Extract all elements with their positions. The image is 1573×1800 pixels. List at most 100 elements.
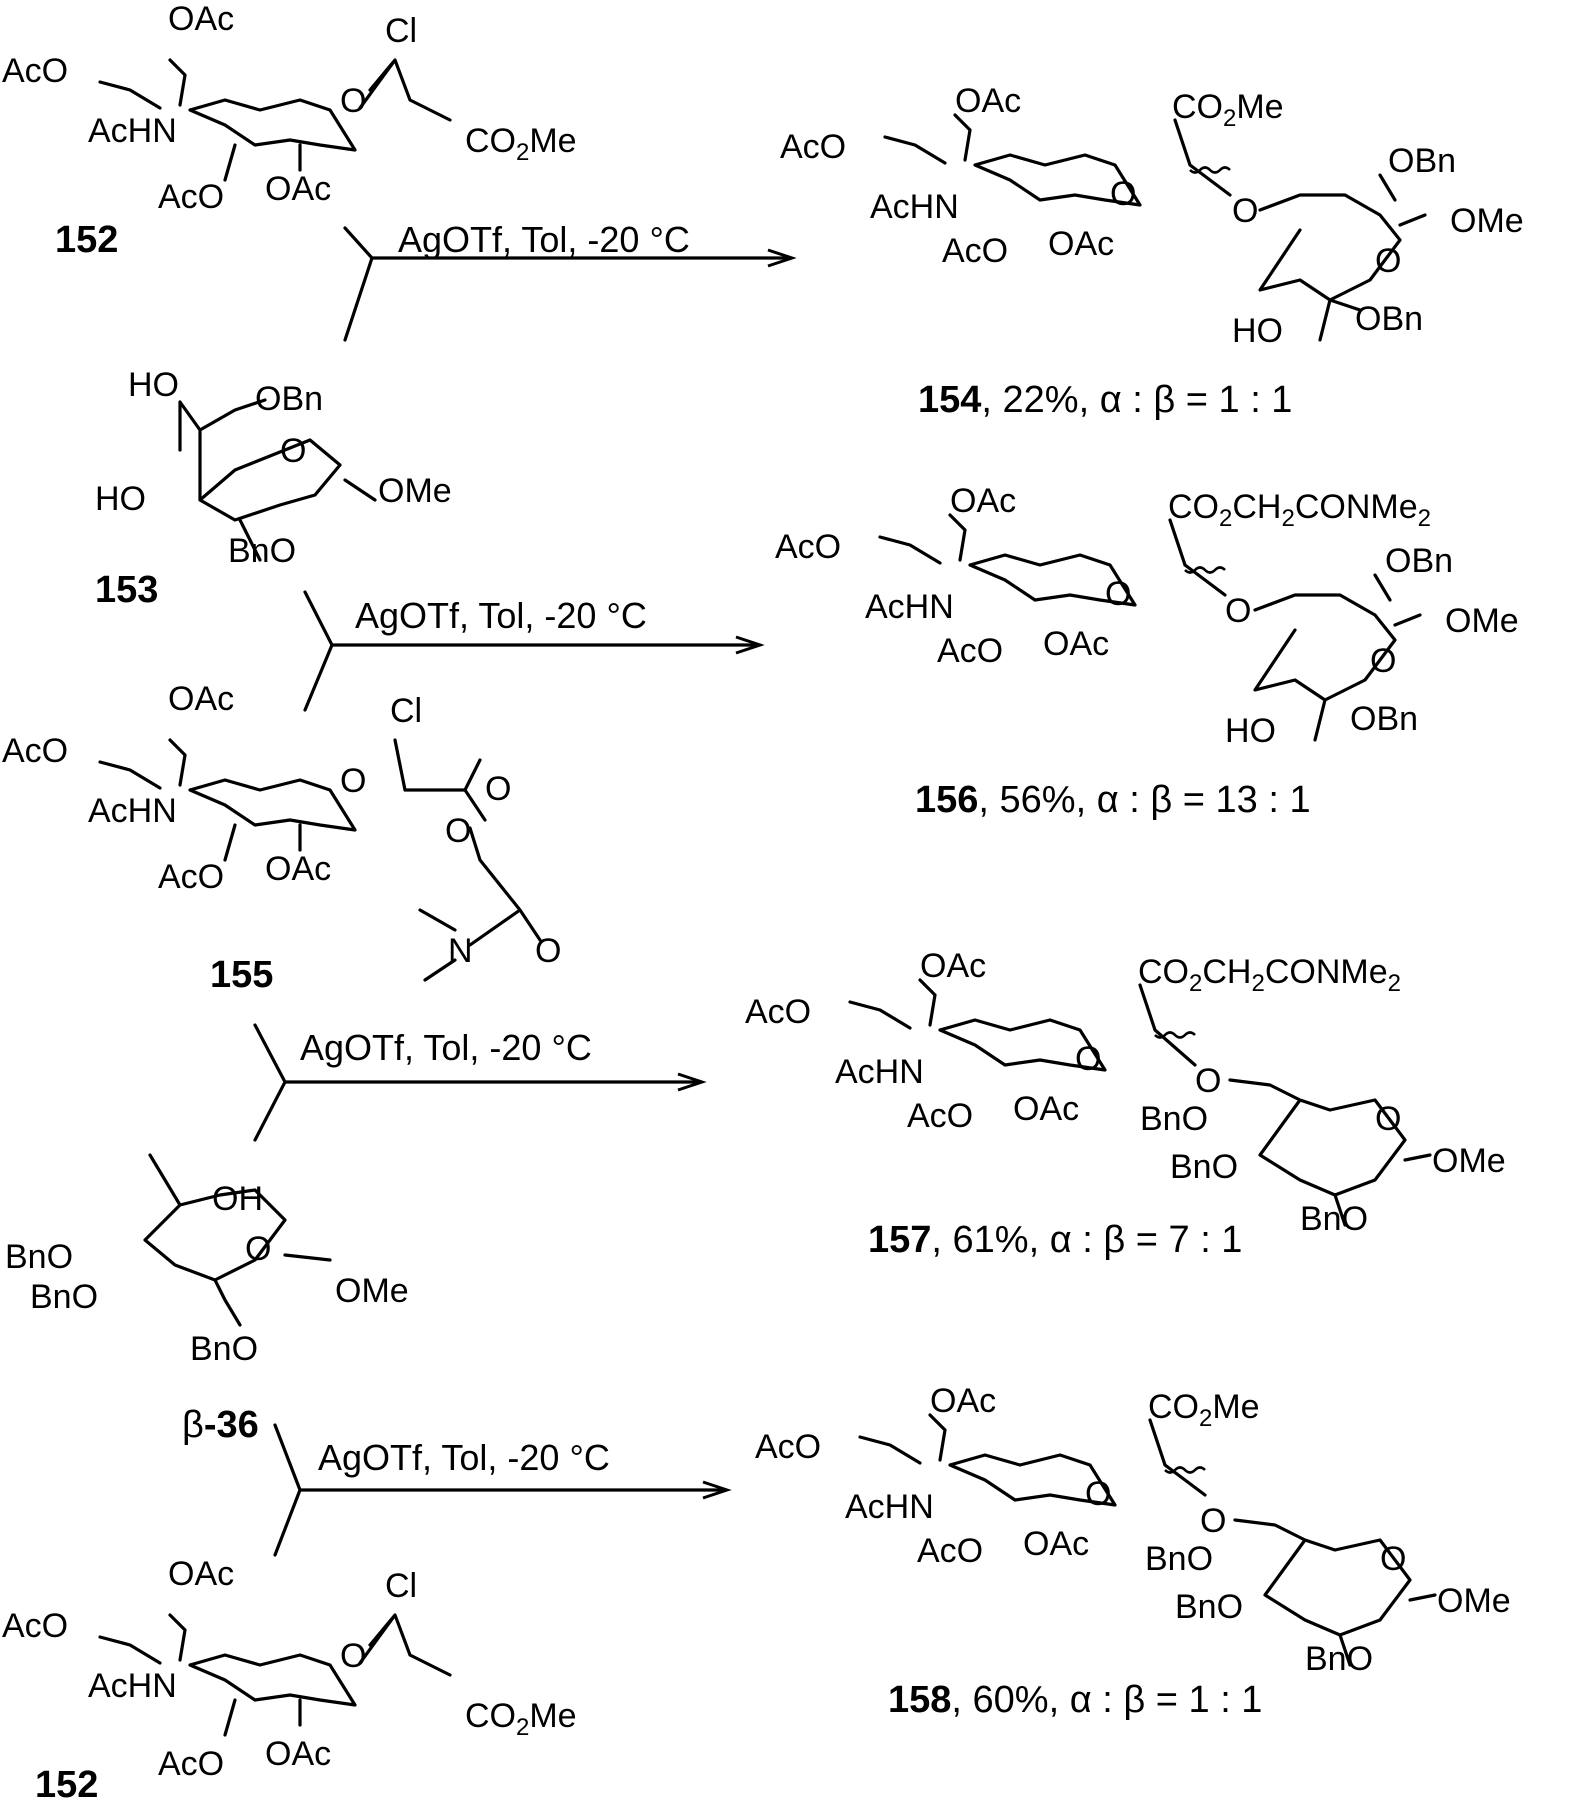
achn-label: AcHN [88,792,177,830]
ring-o-label: O [280,432,306,470]
co2me-label: CO2Me [465,122,577,166]
compound-number: 155 [210,954,273,996]
ring-o-label: O [1110,175,1136,213]
aco-label: AcO [942,232,1008,270]
obn-label: OBn [1385,542,1453,580]
oac-label: OAc [265,850,331,888]
obn-label: OBn [255,380,323,418]
ring-o-label: O [1085,1475,1111,1513]
bno-label: BnO [1305,1640,1373,1678]
glycosidic-o-label: O [1195,1062,1221,1100]
product-result: 157, 61%, α : β = 7 : 1 [868,1219,1242,1261]
ring-o-label: O [340,82,366,120]
cl-label: Cl [385,1567,417,1605]
bno-label: BnO [1175,1588,1243,1626]
compound-number: 153 [95,569,158,611]
bno-label: BnO [228,532,296,570]
oac-label: OAc [265,170,331,208]
aco-label: AcO [907,1097,973,1135]
bno-label: BnO [1300,1200,1368,1238]
product-157: OAc AcO AcHN O CO2CH2CONMe2 O BnO O BnO … [745,947,1506,1261]
obn-label: OBn [1355,300,1423,338]
oac-label: OAc [1013,1090,1079,1128]
reaction-conditions: AgOTf, Tol, -20 °C [318,1437,610,1478]
co2me-label: CO2Me [1148,1388,1260,1432]
achn-label: AcHN [835,1053,924,1091]
reaction-conditions: AgOTf, Tol, -20 °C [398,219,690,260]
ho-label: HO [128,366,179,404]
product-158: OAc AcO AcHN O CO2Me O BnO O BnO OMe BnO… [755,1382,1511,1721]
ome-label: OMe [1437,1582,1511,1620]
ring-o-label: O [1380,1540,1406,1578]
achn-label: AcHN [88,1667,177,1705]
product-result: 154, 22%, α : β = 1 : 1 [918,379,1292,421]
glycosidic-o-label: O [1200,1502,1226,1540]
acceptor-153: HO OBn O HO OMe BnO 153 [95,366,452,611]
ho-label: HO [1225,712,1276,750]
donor-155: OAc AcO AcHN Cl O O O N O AcO OAc 155 [2,680,561,996]
ome-label: OMe [1432,1142,1506,1180]
ring-o-label: O [1105,575,1131,613]
carbonyl-o-label: O [485,770,511,808]
achn-label: AcHN [88,112,177,150]
aco-label: AcO [158,1745,224,1783]
glycosidic-o-label: O [1232,192,1258,230]
ring-o-label: O [1375,1100,1401,1138]
cl-label: Cl [385,12,417,50]
reaction-1: AgOTf, Tol, -20 °C [343,219,797,342]
oac-label: OAc [168,1555,234,1593]
oac-label: OAc [955,82,1021,120]
beta-36-label: β-36 [182,1404,259,1446]
oh-label: OH [212,1180,263,1218]
amide-n-label: N [448,932,473,970]
reaction-conditions: AgOTf, Tol, -20 °C [300,1027,592,1068]
compound-number: 152 [55,219,118,261]
co2ch2conme2-label: CO2CH2CONMe2 [1138,953,1401,997]
donor-152-bottom: OAc AcO AcHN Cl O CO2Me AcO OAc 152 [2,1555,577,1800]
aco-label: AcO [755,1428,821,1466]
product-result: 156, 56%, α : β = 13 : 1 [915,779,1311,821]
ho-label: HO [95,480,146,518]
aco-label: AcO [775,528,841,566]
aco-label: AcO [745,993,811,1031]
oac-label: OAc [168,680,234,718]
bno-label: BnO [190,1330,258,1368]
compound-number: 152 [35,1764,98,1800]
achn-label: AcHN [870,188,959,226]
bno-label: BnO [1145,1540,1213,1578]
product-result: 158, 60%, α : β = 1 : 1 [888,1679,1262,1721]
oac-label: OAc [265,1735,331,1773]
bno-label: BnO [5,1238,73,1276]
product-156: OAc AcO AcHN O CO2CH2CONMe2 O OBn OMe O … [775,482,1519,821]
aco-label: AcO [2,1607,68,1645]
donor-152-top: OAc AcO AcHN Cl O CO2Me AcO OAc 152 [2,0,577,261]
ome-label: OMe [1450,202,1524,240]
obn-label: OBn [1388,142,1456,180]
amide-o-label: O [535,932,561,970]
oac-label: OAc [930,1382,996,1420]
reaction-3: AgOTf, Tol, -20 °C [253,1023,707,1142]
aco-label: AcO [2,732,68,770]
ome-label: OMe [1445,602,1519,640]
aco-label: AcO [917,1532,983,1570]
achn-label: AcHN [845,1488,934,1526]
bno-label: BnO [30,1278,98,1316]
acceptor-beta-36: OH O BnO BnO OMe BnO [5,1153,409,1368]
reaction-4: β-36 AgOTf, Tol, -20 °C [182,1404,732,1557]
aco-label: AcO [780,128,846,166]
bno-label: BnO [1140,1100,1208,1138]
ring-o-label: O [245,1230,271,1268]
oac-label: OAc [1043,625,1109,663]
ring-o-label: O [1375,242,1401,280]
oac-label: OAc [920,947,986,985]
co2ch2conme2-label: CO2CH2CONMe2 [1168,488,1431,532]
aco-label: AcO [2,52,68,90]
co2me-label: CO2Me [1172,88,1284,132]
ome-label: OMe [378,472,452,510]
product-154: OAc AcO AcHN O CO2Me O OBn OMe O HO OBn … [780,82,1524,421]
obn-label: OBn [1350,700,1418,738]
oac-label: OAc [1023,1525,1089,1563]
oac-label: OAc [950,482,1016,520]
achn-label: AcHN [865,588,954,626]
